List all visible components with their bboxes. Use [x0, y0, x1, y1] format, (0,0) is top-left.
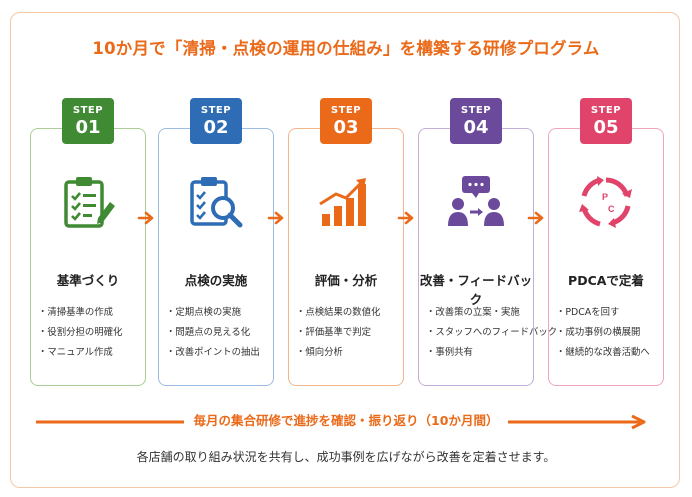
step-items: 改善策の立案・実施 スタッフへのフィードバック 事例共有 [426, 303, 557, 363]
step-title: 評価・分析 [314, 273, 378, 288]
step-item: 清掃基準の作成 [38, 303, 122, 323]
step-label: STEP [200, 105, 232, 116]
step-item: 継続的な改善活動へ [556, 343, 649, 363]
step-item: 成功事例の横展開 [556, 323, 650, 343]
step-label: STEP [590, 105, 622, 116]
arrow-right-icon [527, 211, 544, 225]
step-title: PDCAで定着 [568, 273, 644, 288]
arrow-right-icon [137, 211, 154, 225]
step-badge: STEP 01 [62, 98, 114, 144]
caption: 各店舗の取り組み状況を共有し、成功事例を広げながら改善を定着させます。 [136, 450, 556, 464]
step-item: 事例共有 [426, 343, 557, 363]
step-label: STEP [460, 105, 492, 116]
step-number: 01 [75, 117, 101, 138]
step-label: STEP [330, 105, 362, 116]
inspection-magnifier-icon [186, 174, 246, 230]
step-item: 定期点検の実施 [166, 303, 260, 323]
step-title: 基準づくり [56, 273, 120, 288]
step-item: スタッフへのフィードバック [426, 323, 557, 343]
pdca-letter-p: P [602, 192, 608, 202]
page-title: 10か月で「清掃・点検の運用の仕組み」を構築する研修プログラム [92, 39, 600, 58]
step-items: 清掃基準の作成 役割分担の明確化 マニュアル作成 [38, 303, 122, 363]
cycle-label-text: 毎月の集合研修で進捗を確認・振り返り（10か月間） [183, 413, 509, 428]
step-number: 04 [463, 117, 489, 138]
step-item: マニュアル作成 [38, 343, 122, 363]
step-badge: STEP 04 [450, 98, 502, 144]
step-02: STEP 02 点検の実施 定期点検の実施 問題点の見える化 改善ポイントの抽出 [158, 98, 274, 386]
step-item: 改善策の立案・実施 [426, 303, 557, 323]
arrow-right-icon [267, 211, 284, 225]
cycle-label: 毎月の集合研修で進捗を確認・振り返り（10か月間） [0, 410, 692, 429]
arrow-right-icon [397, 211, 414, 225]
step-item: 評価基準で判定 [296, 323, 380, 343]
step-items: 点検結果の数値化 評価基準で判定 傾向分析 [296, 303, 380, 363]
pdca-cycle-icon: P C [576, 174, 636, 230]
step-item: PDCAを回す [556, 303, 650, 323]
step-05: STEP 05 P C PDCAで定着 PDCAを回す 成功事例の横展開 継続的… [548, 98, 664, 386]
step-badge: STEP 02 [190, 98, 242, 144]
step-number: 05 [593, 117, 619, 138]
team-feedback-icon [446, 174, 506, 230]
step-number: 02 [203, 117, 229, 138]
step-title: 点検の実施 [184, 273, 248, 288]
step-item: 役割分担の明確化 [38, 323, 122, 343]
clipboard-checklist-icon [58, 174, 118, 230]
outer-frame [10, 12, 680, 488]
step-03: STEP 03 評価・分析 点検結果の数値化 評価基準で判定 傾向分析 [288, 98, 404, 386]
step-item: 点検結果の数値化 [296, 303, 380, 323]
step-items: 定期点検の実施 問題点の見える化 改善ポイントの抽出 [166, 303, 260, 363]
step-04: STEP 04 改善・フィードバック 改善策の立案・実施 スタッフへのフィードバ… [418, 98, 557, 386]
step-01: STEP 01 基準づくり 清掃基準の作成 役割分担の明確化 マニュアル作成 [30, 98, 146, 386]
step-badge: STEP 03 [320, 98, 372, 144]
step-item: 改善ポイントの抽出 [166, 343, 259, 363]
growth-bar-chart-icon [316, 174, 376, 230]
step-item: 問題点の見える化 [166, 323, 260, 343]
step-badge: STEP 05 [580, 98, 632, 144]
step-item: 傾向分析 [296, 343, 380, 363]
pdca-letter-c: C [608, 204, 615, 214]
step-items: PDCAを回す 成功事例の横展開 継続的な改善活動へ [556, 303, 650, 363]
step-label: STEP [72, 105, 104, 116]
step-number: 03 [333, 117, 359, 138]
